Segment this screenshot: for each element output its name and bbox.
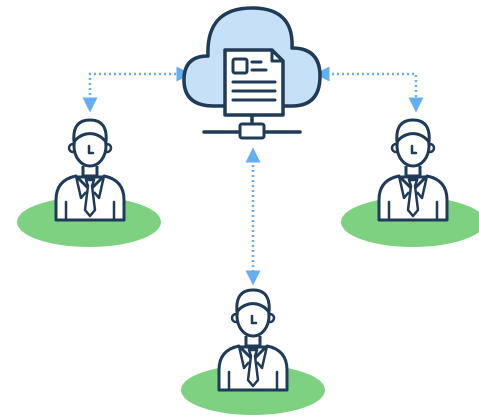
user-right [341, 118, 479, 247]
connector-hub-to-right-user [314, 66, 424, 113]
connector-hub-to-left-user [82, 66, 192, 113]
network-node [238, 122, 266, 140]
user-bottom [181, 288, 325, 415]
document-icon [223, 48, 285, 117]
user-left [17, 118, 161, 247]
businessman-icon [377, 118, 449, 222]
businessman-icon [54, 118, 126, 222]
businessman-icon [217, 288, 289, 392]
connectors [82, 66, 424, 286]
cloud-server-icon [182, 6, 322, 140]
